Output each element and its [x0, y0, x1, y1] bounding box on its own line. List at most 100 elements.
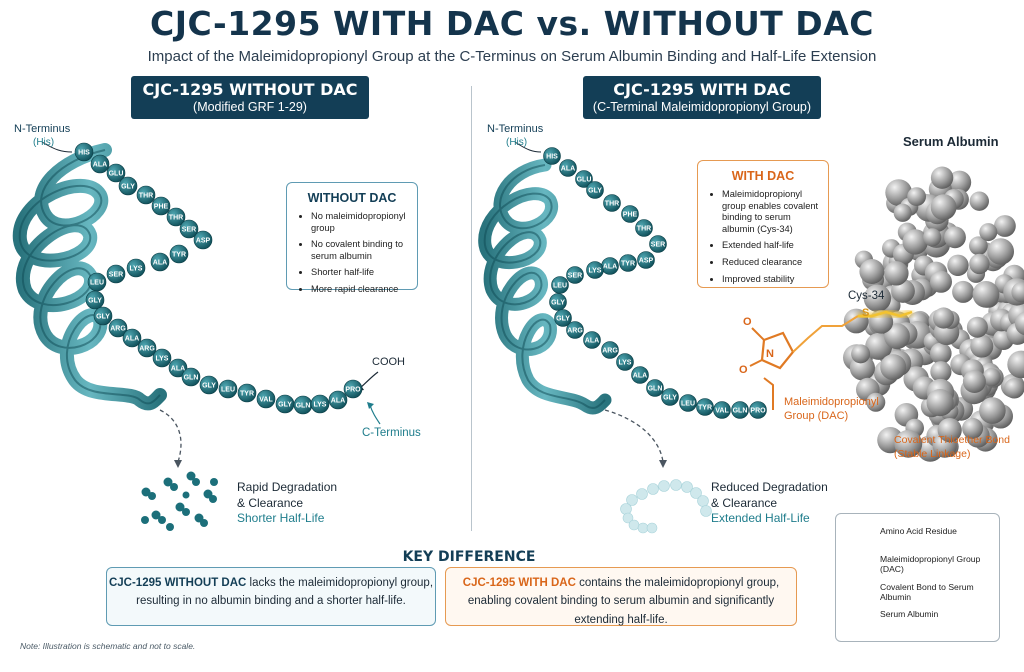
albumin-sphere [1004, 378, 1024, 399]
residue-bead [559, 159, 577, 177]
residue-bead [679, 394, 697, 412]
left-info-item: No covalent binding to serum albumin [311, 239, 409, 262]
residue-bead [168, 358, 188, 378]
left-n-terminus-sub: (His) [33, 137, 55, 148]
albumin-sphere [930, 270, 952, 293]
left-header-title: CJC-1295 WITHOUT DAC [142, 80, 358, 99]
residue-bead [616, 353, 634, 371]
residue-label: SER [109, 272, 123, 279]
residue-bead [566, 321, 584, 339]
cooh-label: COOH [372, 356, 405, 368]
left-n-pointer [41, 141, 73, 153]
residue-bead [310, 394, 330, 414]
residue-label: THR [637, 226, 651, 233]
left-header: CJC-1295 WITHOUT DAC (Modified GRF 1-29) [131, 76, 369, 119]
residue-label: ALA [125, 336, 139, 343]
residue-bead [696, 398, 714, 416]
residue-label: ALA [633, 373, 647, 380]
maleimide-group [749, 315, 859, 410]
residue-bead [575, 170, 593, 188]
residue-bead [713, 401, 731, 419]
albumin-sphere [969, 236, 988, 256]
left-info-title: WITHOUT DAC [307, 191, 397, 205]
key-left-line2: resulting in no albumin binding and a sh… [136, 595, 406, 608]
residue-label: LYS [589, 268, 602, 275]
residue-label: GLU [577, 177, 592, 184]
key-difference-right: CJC-1295 WITH DAC contains the maleimido… [445, 567, 797, 626]
residue-label: TYR [698, 405, 712, 412]
cooh-arrow [359, 371, 379, 389]
albumin-sphere [930, 361, 952, 383]
residue-bead [126, 258, 146, 278]
albumin-sphere [894, 429, 923, 458]
residue-bead [635, 219, 653, 237]
right-info-item: Maleimidopropionyl group enables covalen… [722, 189, 820, 235]
carbonyl-o-bottom: O [739, 364, 748, 376]
residue-label: ARG [602, 348, 618, 355]
residue-label: ALA [153, 260, 167, 267]
residue-bead [136, 185, 156, 205]
residue-bead [179, 219, 199, 239]
albumin-sphere [930, 166, 954, 189]
legend-item: Serum Albumin [880, 609, 939, 619]
residue-bead [85, 290, 105, 310]
legend-item: Maleimidopropionyl Group (DAC) [880, 554, 981, 574]
c-terminus-arrowhead [367, 402, 374, 409]
key-left-bold: CJC-1295 WITHOUT DAC [108, 577, 247, 589]
residue-label: LYS [314, 402, 327, 409]
residue-label: ARG [139, 346, 155, 353]
albumin-sphere [947, 170, 972, 194]
albumin-sphere [1014, 311, 1024, 336]
albumin-sphere [944, 226, 966, 249]
right-info-item: Improved stability [722, 274, 820, 286]
albumin-sphere [966, 316, 988, 338]
albumin-sphere [987, 238, 1014, 265]
residue-label: LEU [90, 280, 104, 287]
albumin-sphere [866, 392, 886, 412]
residue-bead [106, 163, 126, 183]
residue-bead [90, 154, 110, 174]
residue-bead [603, 194, 621, 212]
right-info-item: Reduced clearance [722, 257, 820, 269]
left-info-box: WITHOUT DAC No maleimidopropionyl group … [286, 182, 418, 294]
albumin-sphere [994, 215, 1016, 237]
left-info-item: More rapid clearance [311, 284, 409, 296]
albumin-sphere [1011, 282, 1024, 303]
residue-bead [646, 379, 664, 397]
residue-bead [601, 341, 619, 359]
residue-label: LYS [130, 266, 143, 273]
key-right-rest: contains the maleimidopropionyl group, [575, 577, 780, 589]
residue-label: PRO [750, 408, 766, 415]
key-difference-left: CJC-1295 WITHOUT DAC lacks the maleimido… [106, 567, 436, 626]
residue-bead [151, 196, 171, 216]
residue-label: GLN [733, 408, 748, 415]
residue-bead [661, 388, 679, 406]
right-fate-line3: Extended Half-Life [711, 511, 810, 526]
residue-label: LYS [156, 356, 169, 363]
dac-label: Maleimidopropionyl Group (DAC) [784, 396, 879, 424]
left-info-item: No maleimidopropionyl group [311, 211, 409, 234]
residue-label: GLY [278, 402, 292, 409]
residue-bead [181, 367, 201, 387]
albumin-sphere [880, 354, 907, 381]
albumin-sphere [884, 323, 910, 350]
residue-bead [237, 383, 257, 403]
residue-label: GLY [121, 184, 135, 191]
right-fate-line1: Reduced Degradation [711, 480, 828, 494]
residue-label: GLU [109, 171, 124, 178]
residue-label: TYR [240, 391, 254, 398]
legend-item: Amino Acid Residue [880, 526, 957, 536]
left-header-subtitle: (Modified GRF 1-29) [193, 100, 307, 114]
residue-bead [543, 147, 561, 165]
left-fate-arrow [159, 409, 182, 463]
residue-label: GLY [96, 314, 110, 321]
nitrogen-label: N [766, 348, 774, 360]
albumin-sphere [863, 284, 892, 312]
residue-label: LYS [619, 360, 632, 367]
right-fate-label: Reduced Degradation & Clearance Extended… [711, 480, 828, 527]
residue-bead [586, 181, 604, 199]
albumin-sphere [1007, 350, 1024, 379]
right-n-terminus-label: N-Terminus [487, 123, 544, 135]
albumin-sphere [933, 307, 955, 329]
